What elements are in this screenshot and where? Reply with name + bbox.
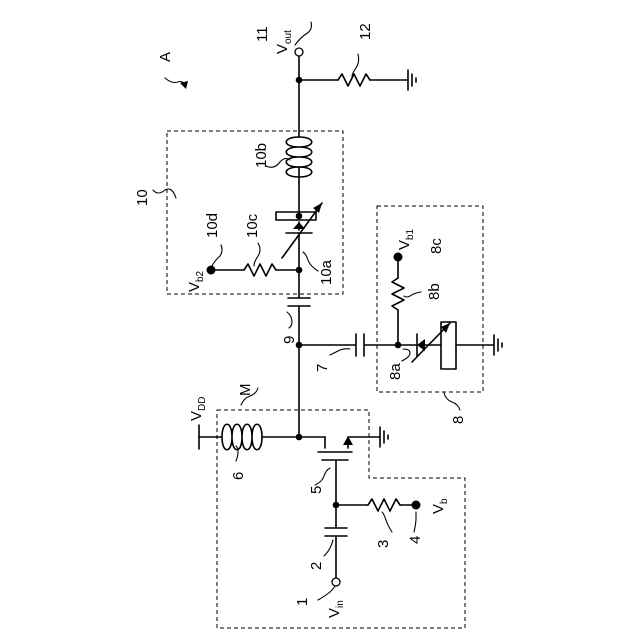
label-m: M [237, 384, 254, 397]
svg-text:b1: b1 [405, 228, 416, 240]
vout-label: V out [274, 30, 294, 54]
vin-label: V in [326, 600, 346, 618]
label-8: 8 [450, 416, 467, 424]
svg-text:V: V [430, 504, 447, 514]
label-10: 10 [134, 189, 151, 206]
vin-terminal [332, 578, 340, 586]
resistor-10c [244, 264, 276, 276]
label-10d: 10d [204, 213, 221, 238]
leader-3 [382, 512, 392, 532]
label-10b: 10b [253, 143, 270, 168]
label-10a: 10a [318, 259, 335, 285]
label-7: 7 [314, 364, 331, 372]
vout-terminal [295, 48, 303, 56]
leader-10c [254, 243, 260, 266]
label-8c: 8c [428, 238, 445, 254]
leader-6 [236, 446, 238, 461]
vb1-label: V b1 [396, 228, 416, 250]
vb2-terminal [207, 266, 216, 275]
label-3: 3 [375, 540, 392, 548]
node-10a-top [296, 213, 303, 220]
varactor-10a-tri [293, 222, 305, 229]
label-11: 11 [254, 26, 271, 42]
resistor-3 [368, 499, 400, 511]
leader-5 [315, 468, 330, 485]
vdd-label: V DD [188, 397, 208, 421]
leader-8 [444, 393, 460, 410]
leader-4 [414, 512, 416, 532]
leader-10d [212, 245, 222, 266]
svg-text:out: out [283, 30, 294, 44]
svg-text:V: V [186, 282, 203, 292]
inductor-6 [222, 424, 262, 450]
label-9: 9 [281, 336, 298, 344]
vb2-label: V b2 [186, 270, 206, 292]
leader-9 [287, 312, 292, 328]
label-12: 12 [357, 23, 374, 40]
leader-8b [404, 292, 421, 297]
svg-text:DD: DD [197, 397, 208, 411]
leader-11 [295, 22, 311, 45]
label-10c: 10c [244, 213, 261, 238]
module-m-box [217, 410, 465, 628]
svg-text:V: V [326, 608, 343, 618]
svg-text:b: b [439, 498, 450, 504]
vb1-terminal [394, 253, 403, 262]
vb-terminal [412, 501, 421, 510]
leader-1 [318, 586, 335, 600]
leader-2 [324, 540, 333, 556]
svg-text:b2: b2 [195, 270, 206, 282]
label-2: 2 [308, 562, 325, 570]
leader-8a [402, 349, 410, 361]
vb-label: V b [430, 498, 450, 514]
resistor-8b [392, 278, 404, 310]
resistor-12 [338, 74, 370, 86]
label-4: 4 [407, 536, 424, 544]
leader-a-arrow [180, 81, 188, 89]
label-8a: 8a [387, 363, 404, 380]
label-6: 6 [230, 472, 247, 480]
label-1: 1 [294, 598, 311, 606]
label-5: 5 [308, 486, 325, 494]
leader-7 [330, 349, 350, 355]
label-8b: 8b [426, 283, 443, 300]
leader-10a [303, 252, 318, 271]
leader-12 [352, 54, 359, 76]
label-a: A [157, 52, 174, 62]
svg-text:in: in [335, 600, 346, 608]
svg-text:V: V [396, 240, 413, 250]
leader-10 [153, 189, 176, 198]
svg-text:V: V [188, 411, 205, 421]
svg-text:V: V [274, 44, 291, 54]
